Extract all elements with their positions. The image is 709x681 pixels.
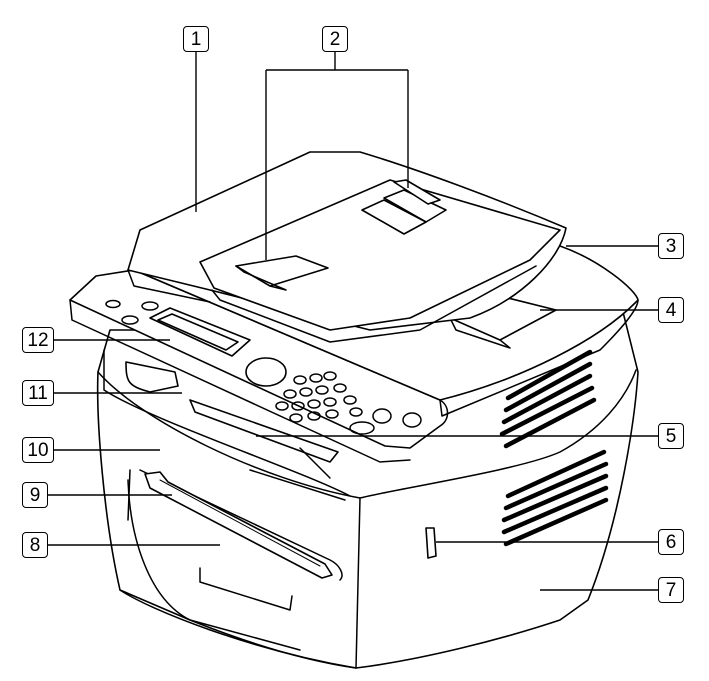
- callout-10: 10: [22, 437, 54, 463]
- front-cover: [127, 469, 343, 651]
- callout-2: 2: [322, 26, 348, 52]
- control-panel: [69, 269, 449, 463]
- callout-6: 6: [658, 529, 684, 555]
- usb-port: [425, 527, 437, 559]
- callout-3: 3: [658, 233, 684, 259]
- callout-4: 4: [658, 297, 684, 323]
- callout-9: 9: [22, 482, 48, 508]
- keypad: [275, 371, 422, 435]
- document-feeder: [127, 151, 567, 343]
- callout-5: 5: [658, 423, 684, 449]
- callout-12: 12: [22, 327, 54, 353]
- callout-1: 1: [183, 26, 209, 52]
- callout-leaders: [48, 52, 658, 591]
- output-area: [103, 349, 351, 501]
- callout-8: 8: [22, 532, 48, 558]
- callout-11: 11: [22, 380, 54, 406]
- callout-7: 7: [658, 577, 684, 603]
- side-vents: [499, 349, 609, 547]
